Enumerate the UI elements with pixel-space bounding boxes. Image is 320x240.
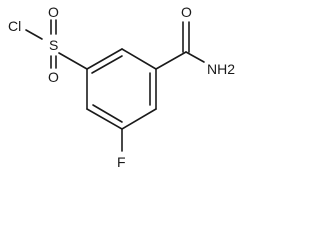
bond-ring-sulfur <box>58 52 88 70</box>
bond-ring-carbonyl-carbon <box>155 51 187 70</box>
sulfonyl-chloride-group: Cl S O O <box>8 4 88 85</box>
atom-sulfur: S <box>49 37 58 53</box>
structure-canvas: Cl S O O O NH2 F <box>8 4 235 170</box>
atom-nitrogen-amide: NH2 <box>207 61 235 77</box>
atom-chlorine: Cl <box>8 18 21 34</box>
ring-bond-top-right <box>121 48 157 70</box>
ring-bond-bottom-right <box>121 108 157 130</box>
molecule-diagram: Cl S O O O NH2 F <box>8 4 235 170</box>
ring-bond-top-left-inner <box>91 55 123 74</box>
atom-oxygen-sulfonyl-top: O <box>48 4 59 20</box>
bond-sulfur-chlorine <box>25 29 43 40</box>
atom-fluorine: F <box>117 154 126 170</box>
ring-bond-top-left <box>86 48 123 70</box>
atom-oxygen-carbonyl: O <box>181 4 192 20</box>
carboxamide-group: O NH2 <box>155 4 235 77</box>
ring-bond-bottom-left-inner <box>92 104 123 123</box>
benzene-ring <box>86 48 157 130</box>
bond-carbonyl-nitrogen <box>185 51 205 63</box>
ring-bond-bottom-left <box>86 108 123 130</box>
fluorine-substituent: F <box>117 128 126 170</box>
atom-oxygen-sulfonyl-bottom: O <box>48 69 59 85</box>
